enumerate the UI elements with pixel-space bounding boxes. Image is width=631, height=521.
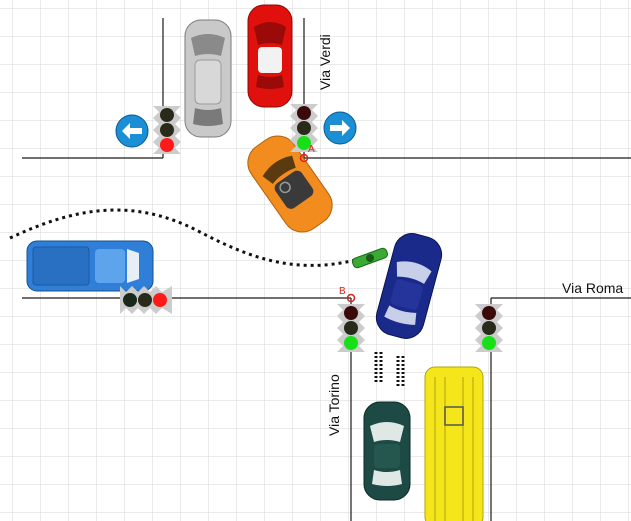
point-marker-b: B xyxy=(339,286,356,303)
arrow-right-icon xyxy=(330,120,350,136)
navy-car-roof xyxy=(390,279,423,310)
blue-pickup-bed xyxy=(32,246,90,286)
traffic-light-north-west xyxy=(153,106,181,154)
motorbike-rider xyxy=(366,254,374,262)
arrow-left-icon xyxy=(122,123,142,139)
traffic-light-bottom-lamp xyxy=(344,336,358,350)
teal-car-roof xyxy=(374,444,400,468)
traffic-light-middle-lamp xyxy=(138,293,152,307)
orange-car-cockpit xyxy=(274,170,314,209)
traffic-light-west xyxy=(120,286,172,314)
silver-car-windshield xyxy=(191,34,225,56)
yellow-bus xyxy=(424,366,484,521)
teal-car-rear-window xyxy=(372,470,402,486)
navy-car-rear-window xyxy=(384,305,417,325)
teal-car-windshield xyxy=(370,422,404,442)
street-label-via-torino: Via Torino xyxy=(326,374,342,436)
street-label-via-verdi: Via Verdi xyxy=(317,34,333,90)
point-b-label: B xyxy=(339,286,346,297)
silver-car-rear-window xyxy=(193,108,223,126)
traffic-light-right-lamp xyxy=(153,293,167,307)
traffic-light-east xyxy=(475,304,503,352)
yellow-bus-body xyxy=(424,366,484,521)
point-marker-a: A xyxy=(299,144,315,163)
traffic-light-left-lamp xyxy=(123,293,137,307)
red-car-roof xyxy=(258,47,282,73)
navy-car-windshield xyxy=(396,261,432,284)
silver-car xyxy=(184,19,232,138)
yellow-bus-hatch xyxy=(444,406,464,426)
traffic-light-bottom-lamp xyxy=(297,136,311,150)
traffic-light-north-east xyxy=(290,104,318,152)
arrow-left-sign xyxy=(115,114,149,148)
traffic-light-top-lamp xyxy=(344,306,358,320)
blue-pickup-cab xyxy=(95,249,125,283)
point-b-dot xyxy=(346,293,356,303)
traffic-light-middle-lamp xyxy=(344,321,358,335)
traffic-light-middle-lamp xyxy=(482,321,496,335)
point-a-dot xyxy=(299,153,309,163)
silver-car-roof xyxy=(194,59,222,105)
blue-pickup xyxy=(26,240,154,292)
traffic-light-top-lamp xyxy=(482,306,496,320)
traffic-light-bottom-lamp xyxy=(482,336,496,350)
teal-car xyxy=(363,401,411,501)
red-car-rear-window xyxy=(256,75,284,89)
traffic-light-top-lamp xyxy=(160,108,174,122)
orange-car-steering-wheel xyxy=(279,181,291,194)
orange-car xyxy=(247,135,333,233)
street-label-via-roma: Via Roma xyxy=(562,280,623,296)
skid-marks xyxy=(374,352,405,388)
navy-car xyxy=(375,233,443,339)
traffic-light-middle-lamp xyxy=(160,123,174,137)
point-a-label: A xyxy=(308,144,315,155)
blue-pickup-windshield xyxy=(127,249,139,283)
traffic-light-middle-lamp xyxy=(297,121,311,135)
arrow-right-sign xyxy=(323,111,357,145)
red-car-windshield xyxy=(254,22,286,45)
traffic-light-bottom-lamp xyxy=(160,138,174,152)
orange-car-windshield xyxy=(262,155,296,184)
red-car xyxy=(247,4,293,108)
motorbike-trajectory xyxy=(9,208,371,267)
traffic-light-top-lamp xyxy=(297,106,311,120)
motorbike xyxy=(352,247,388,269)
traffic-light-south xyxy=(337,304,365,352)
